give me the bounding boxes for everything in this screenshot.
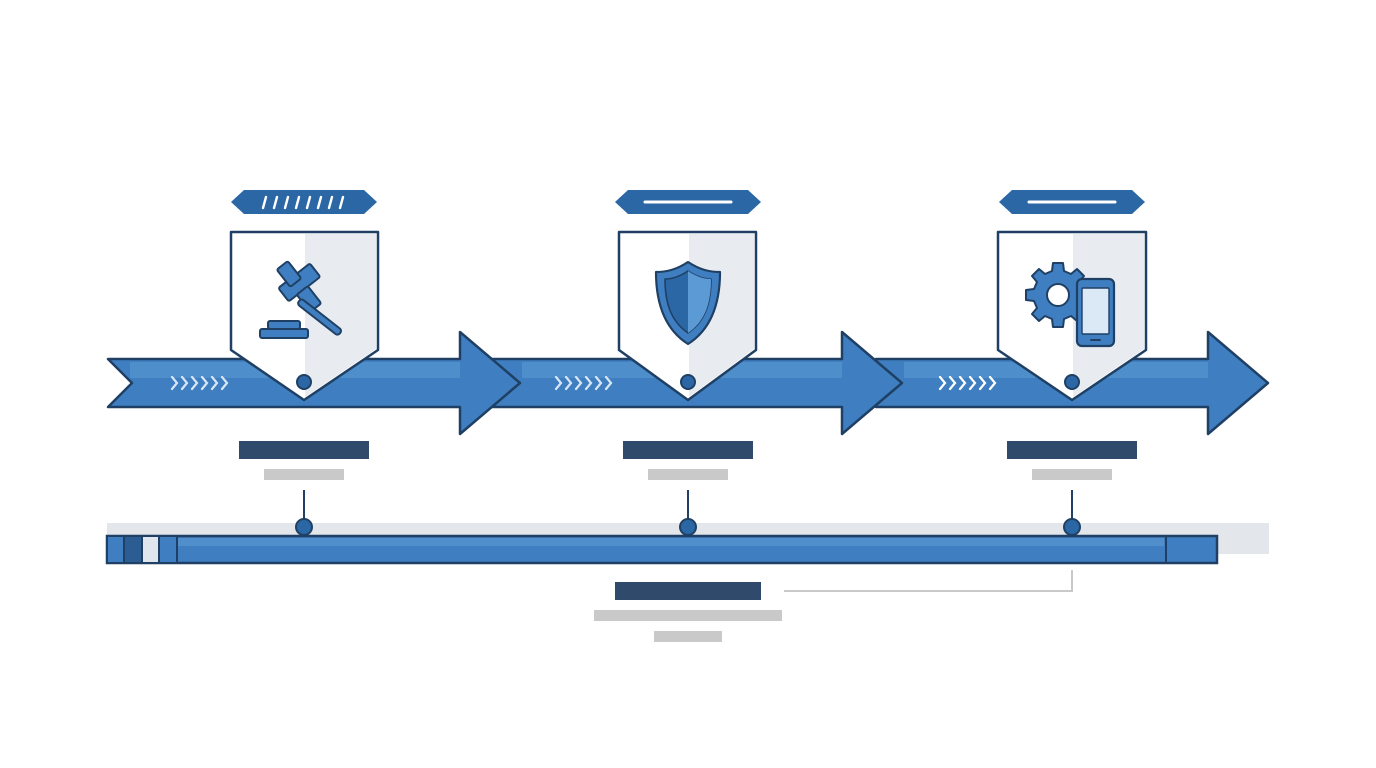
- milestone-dot-3: [1063, 518, 1081, 536]
- caption-line-2: [654, 631, 722, 642]
- stage-1-pin: [296, 374, 312, 390]
- milestone-dots: [295, 518, 1081, 536]
- milestone-dot-1: [295, 518, 313, 536]
- stage-1-title-bar: [239, 441, 369, 459]
- caption-leader-line: [784, 570, 1073, 592]
- track-bar-highlight: [178, 538, 1164, 546]
- stage-3: [996, 190, 1148, 480]
- stage-1-subtitle-bar: [264, 469, 344, 480]
- chevron-trail-1: [170, 375, 229, 391]
- stage-2-pin: [680, 374, 696, 390]
- stage-1-tag: [231, 190, 377, 214]
- chevron-trail-2: [554, 375, 613, 391]
- timeline-caption: [594, 570, 1073, 642]
- track-start-blocks: [106, 535, 178, 564]
- stage-3-title-bar: [1007, 441, 1137, 459]
- stage-1-tag-stripes: [261, 195, 345, 210]
- stage-2: [615, 190, 761, 480]
- gavel-icon: [259, 260, 342, 339]
- stage-3-pin: [1064, 374, 1080, 390]
- stage-3-subtitle-bar: [1032, 469, 1112, 480]
- chevron-trail-3: [938, 375, 997, 391]
- stage-1: [229, 190, 380, 480]
- phone-icon: [1075, 277, 1116, 348]
- timeline-track: [105, 490, 1269, 565]
- stage-2-title-bar: [623, 441, 753, 459]
- milestone-dot-2: [679, 518, 697, 536]
- stage-1-card-shade: [305, 234, 376, 397]
- shield-icon: [654, 260, 722, 346]
- stage-2-subtitle-bar: [648, 469, 728, 480]
- caption-title-bar: [615, 582, 761, 600]
- caption-line-1: [594, 610, 782, 621]
